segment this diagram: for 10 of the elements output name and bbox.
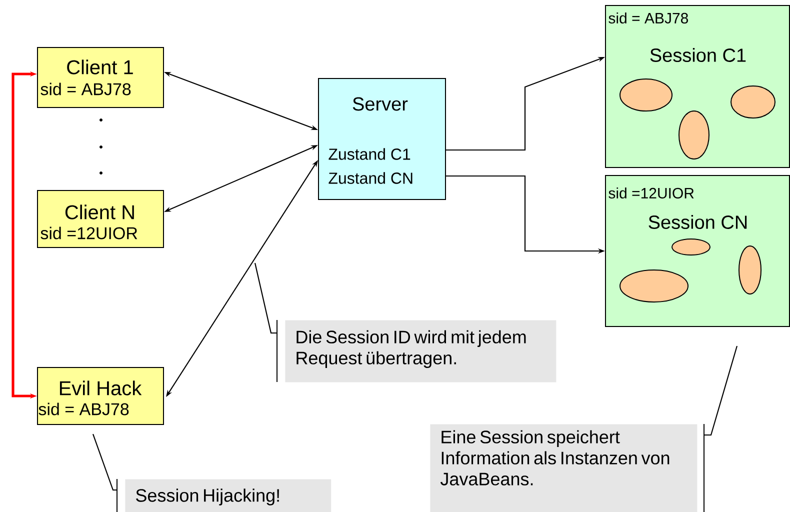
leader-line (254, 262, 277, 334)
callout-box: Eine Session speichert Information als Instanzen von JavaBeans. (430, 424, 704, 512)
client-box: Evil Hack sid = ABJ78 (37, 367, 164, 425)
callout-box: Session Hijacking! (116, 478, 332, 512)
leader-line (92, 434, 117, 491)
client-box: Client 1 sid = ABJ78 (37, 47, 164, 108)
server-box: Server Zustand C1 Zustand CN (318, 78, 446, 200)
callout-box: Die Session ID wird mit jedem Request übertragen. (276, 320, 556, 382)
leader-line (704, 346, 738, 436)
client-box: Client N sid =12UIOR (37, 190, 164, 248)
